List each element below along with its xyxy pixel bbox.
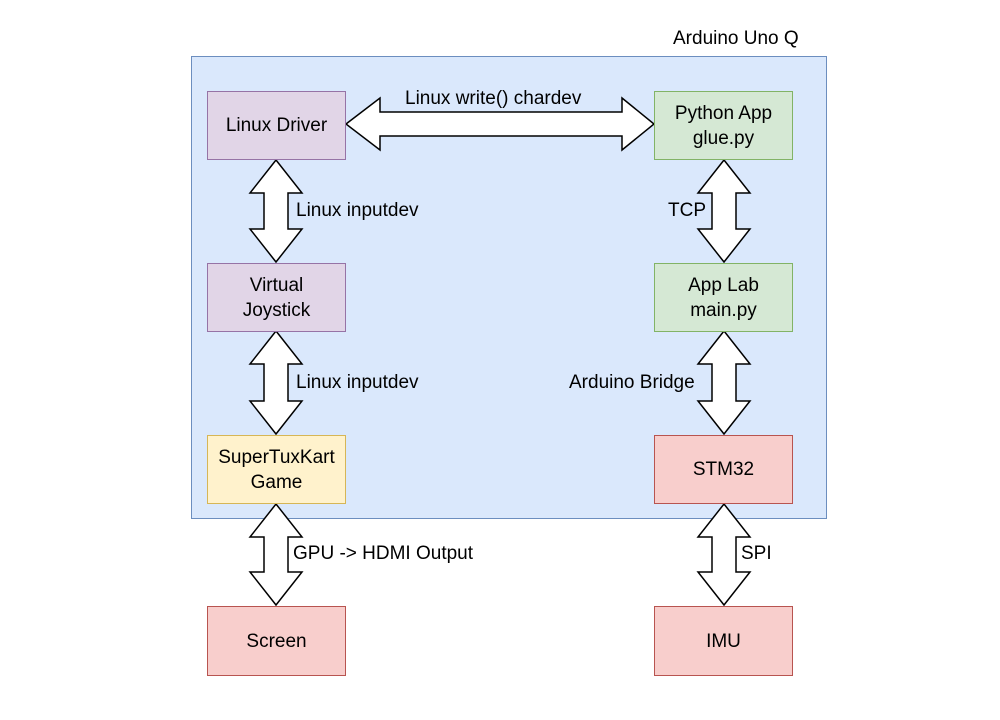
edge-label-driver-python: Linux write() chardev: [405, 88, 582, 109]
node-virtual-joystick: Virtual Joystick: [207, 263, 346, 332]
node-imu-label: IMU: [706, 630, 741, 652]
node-imu: IMU: [654, 606, 793, 676]
node-python-app-line2: glue.py: [692, 127, 755, 149]
node-stm32-label: STM32: [692, 459, 755, 480]
arrow-stm32-imu: [696, 502, 752, 607]
edge-label-joystick-game: Linux inputdev: [296, 372, 419, 393]
edge-label-applab-stm32: Arduino Bridge: [569, 372, 695, 393]
arrow-joystick-game: [248, 329, 304, 436]
node-linux-driver: Linux Driver: [207, 91, 346, 160]
arrow-applab-stm32: [696, 329, 752, 436]
node-python-app: Python App glue.py: [654, 91, 793, 160]
container-title: Arduino Uno Q: [673, 28, 799, 49]
node-screen-label: Screen: [246, 630, 307, 652]
node-supertuxkart: SuperTuxKart Game: [207, 435, 346, 504]
node-virtual-joystick-line1: Virtual: [249, 274, 304, 296]
node-app-lab-line2: main.py: [690, 299, 757, 321]
node-virtual-joystick-line2: Joystick: [242, 299, 311, 321]
node-stm32: STM32: [654, 435, 793, 504]
edge-label-game-screen: GPU -> HDMI Output: [293, 543, 474, 564]
arrow-game-screen: [248, 502, 304, 607]
node-supertuxkart-line2: Game: [250, 471, 303, 493]
arrow-driver-joystick: [248, 158, 304, 264]
node-screen: Screen: [207, 606, 346, 676]
edge-label-python-applab: TCP: [668, 200, 706, 221]
node-app-lab-line1: App Lab: [688, 274, 759, 296]
arrow-python-applab: [696, 158, 752, 264]
node-app-lab: App Lab main.py: [654, 263, 793, 332]
node-linux-driver-label: Linux Driver: [225, 115, 328, 136]
edge-label-stm32-imu: SPI: [741, 543, 772, 564]
node-python-app-line1: Python App: [674, 102, 773, 124]
node-supertuxkart-line1: SuperTuxKart: [218, 446, 335, 468]
edge-label-driver-joystick: Linux inputdev: [296, 200, 419, 221]
